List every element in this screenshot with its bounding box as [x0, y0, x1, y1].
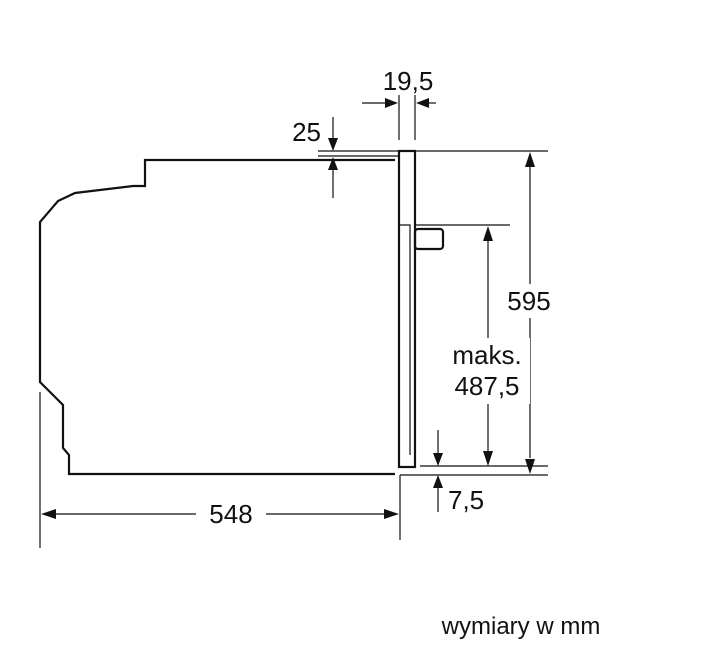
arrow-right-icon [385, 98, 398, 108]
arrow-up-icon [483, 226, 493, 241]
bottom-offset-label: 7,5 [448, 485, 484, 515]
arrow-down-icon [525, 459, 535, 474]
oven-body-outline [38, 158, 395, 476]
max-label: maks. [452, 340, 521, 370]
arrow-down-icon [483, 451, 493, 466]
max-value-label: 487,5 [454, 371, 519, 401]
arrow-up-icon [433, 475, 443, 488]
arrow-up-icon [328, 157, 338, 170]
arrow-up-icon [525, 152, 535, 167]
oven-door [397, 149, 417, 469]
door-inner-edge [399, 224, 411, 455]
units-note: wymiary w mm [441, 613, 601, 640]
arrow-right-icon [384, 509, 399, 519]
total-height-label: 595 [507, 286, 550, 316]
arrow-down-icon [328, 138, 338, 151]
door-thickness-label: 19,5 [383, 66, 434, 96]
depth-label: 548 [209, 499, 252, 529]
arrow-down-icon [433, 453, 443, 466]
arrow-left-icon [41, 509, 56, 519]
top-gap-label: 25 [292, 117, 321, 147]
door-handle [413, 227, 445, 251]
arrow-left-icon [416, 98, 429, 108]
